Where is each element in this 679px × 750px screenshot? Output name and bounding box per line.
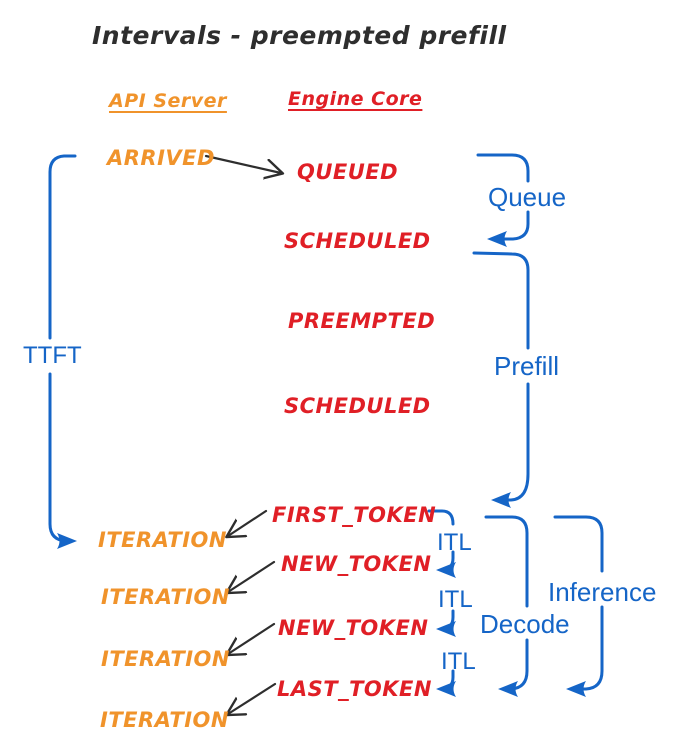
- diagram-title: Intervals - preempted prefill: [92, 21, 507, 50]
- interval-decode: Decode: [480, 609, 570, 639]
- itl-brackets: [427, 509, 456, 697]
- event-last-token: LAST_TOKEN: [277, 677, 432, 701]
- event-scheduled-1: SCHEDULED: [284, 229, 431, 253]
- interval-itl-1: ITL: [437, 529, 472, 556]
- interval-itl-3: ITL: [441, 648, 476, 675]
- interval-queue: Queue: [488, 182, 567, 212]
- interval-inference: Inference: [548, 577, 657, 607]
- event-new-token-2: NEW_TOKEN: [278, 616, 429, 640]
- event-preempted: PREEMPTED: [288, 309, 436, 333]
- ttft-bracket: [48, 154, 77, 549]
- interval-itl-2: ITL: [438, 586, 473, 613]
- arrow-newtoken2-iteration3: [228, 622, 276, 654]
- event-scheduled-2: SCHEDULED: [284, 394, 431, 418]
- interval-prefill: Prefill: [494, 351, 560, 381]
- arrow-newtoken1-iteration2: [228, 560, 276, 592]
- itl-arrow-3: [436, 669, 456, 697]
- event-new-token-1: NEW_TOKEN: [281, 552, 432, 576]
- event-iteration-1: ITERATION: [98, 528, 227, 552]
- event-iteration-4: ITERATION: [100, 708, 229, 732]
- itl-arrow-2: [436, 609, 456, 637]
- itl-hook-top: [427, 509, 455, 526]
- column-header-engine-core: Engine Core: [288, 88, 423, 110]
- event-first-token: FIRST_TOKEN: [272, 503, 437, 527]
- arrow-lasttoken-iteration4: [228, 682, 277, 714]
- event-queued: QUEUED: [297, 160, 399, 184]
- interval-ttft: TTFT: [23, 342, 82, 369]
- itl-arrow-1: [436, 550, 456, 578]
- arrow-arrived-queued: [204, 154, 281, 173]
- inference-bracket: [553, 515, 604, 697]
- event-arrived: ARRIVED: [107, 146, 215, 170]
- decode-bracket: [484, 515, 529, 697]
- column-header-api-server: API Server: [109, 90, 227, 112]
- event-iteration-2: ITERATION: [101, 585, 230, 609]
- event-iteration-3: ITERATION: [101, 647, 230, 671]
- arrow-firsttoken-iteration1: [228, 509, 268, 536]
- event-arrows: [204, 154, 281, 714]
- queue-bracket: [476, 153, 530, 247]
- prefill-bracket: [472, 251, 530, 508]
